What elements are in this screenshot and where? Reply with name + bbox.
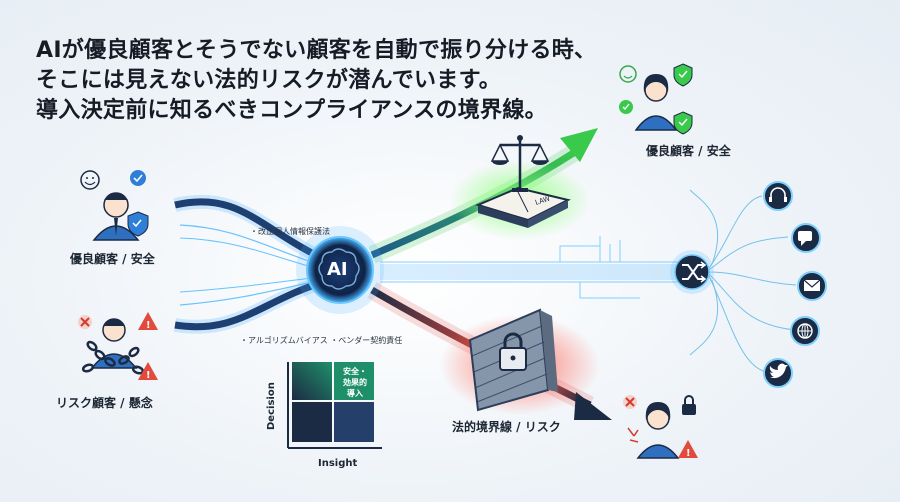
privacy-law-annotation: ・改正個人情報保護法: [250, 227, 330, 236]
ai-hub-label: AI: [327, 259, 348, 280]
headline-line-2: そこには見えない法的リスクが潜んでいます。: [36, 68, 502, 93]
ai-hub: [296, 226, 384, 314]
firewall-icon: [440, 308, 600, 415]
headline-line-3: 導入決定前に知るべきコンプライアンスの境界線。: [36, 98, 547, 123]
law-book-scales-icon: LAW: [450, 135, 590, 240]
risk-customer-left-avatar: ! !: [78, 312, 158, 381]
matrix-y-label: Decision: [266, 382, 277, 430]
main-data-stream: [380, 236, 680, 299]
svg-text:!: !: [146, 370, 151, 381]
shuffle-router-icon: [670, 250, 714, 294]
headline: AIが優良顧客とそうでない顧客を自動で振り分ける時、 そこには見えない法的リスク…: [36, 36, 596, 126]
good-customer-right-label: 優良顧客 / 安全: [646, 144, 731, 158]
channel-fanout: [689, 189, 797, 373]
globe-icon: [790, 316, 820, 346]
headset-icon: [763, 181, 793, 211]
twitter-icon: [763, 358, 793, 388]
headline-line-1: AIが優良顧客とそうでない顧客を自動で振り分ける時、: [36, 38, 597, 63]
incoming-stream-top: [173, 194, 333, 273]
good-customer-left-avatar: [80, 170, 149, 241]
good-customer-right-avatar: [619, 63, 693, 135]
mail-icon: [797, 271, 827, 301]
matrix-top-right-text: 安全・ 効果的 導入: [343, 367, 367, 398]
decision-matrix: [287, 362, 382, 449]
chat-icon: [791, 223, 821, 253]
risk-customer-right-avatar: !: [623, 395, 698, 459]
bias-vendor-annotation: ・アルゴリズムバイアス ・ベンダー契約責任: [240, 336, 403, 345]
svg-text:!: !: [146, 320, 151, 331]
risk-customer-left-label: リスク顧客 / 懸念: [56, 396, 153, 410]
svg-text:!: !: [686, 448, 691, 459]
matrix-x-label: Insight: [318, 458, 358, 469]
firewall-label: 法的境界線 / リスク: [452, 420, 561, 434]
good-customer-left-label: 優良顧客 / 安全: [70, 252, 155, 266]
